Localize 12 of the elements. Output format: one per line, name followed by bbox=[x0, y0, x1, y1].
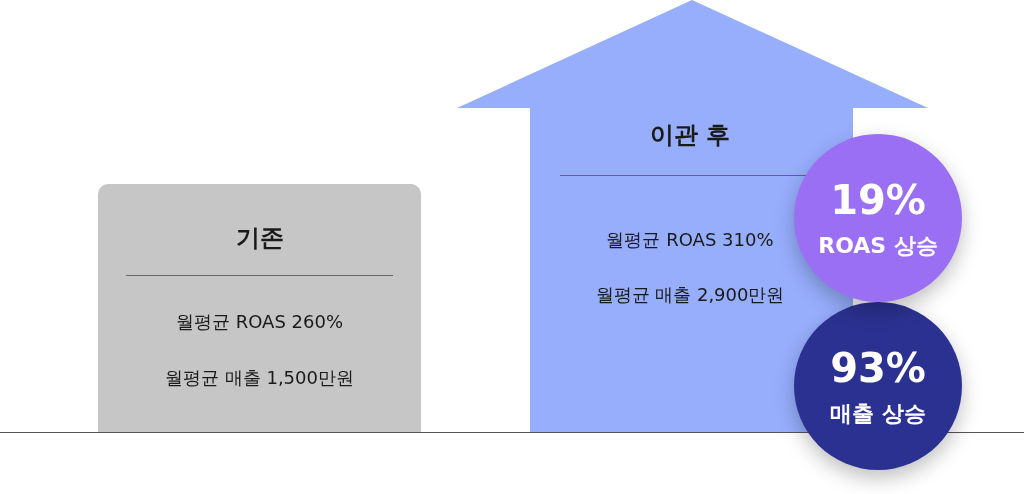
metric-text: 월평균 매출 1,500만원 bbox=[165, 366, 354, 390]
box-heading: 이관 후 bbox=[649, 120, 731, 151]
percentage-value: 93% bbox=[830, 345, 926, 391]
stat-label: 매출 상승 bbox=[830, 400, 926, 428]
process-box bbox=[98, 184, 421, 432]
percentage-value: 19% bbox=[830, 177, 926, 223]
stat-label: ROAS 상승 bbox=[818, 232, 938, 260]
metric-text: 월평균 ROAS 310% bbox=[606, 228, 774, 252]
stat-circle bbox=[794, 134, 962, 302]
metric-text: 월평균 ROAS 260% bbox=[176, 310, 343, 334]
metric-text: 월평균 매출 2,900만원 bbox=[595, 283, 785, 307]
box-heading: 기존 bbox=[235, 223, 284, 254]
